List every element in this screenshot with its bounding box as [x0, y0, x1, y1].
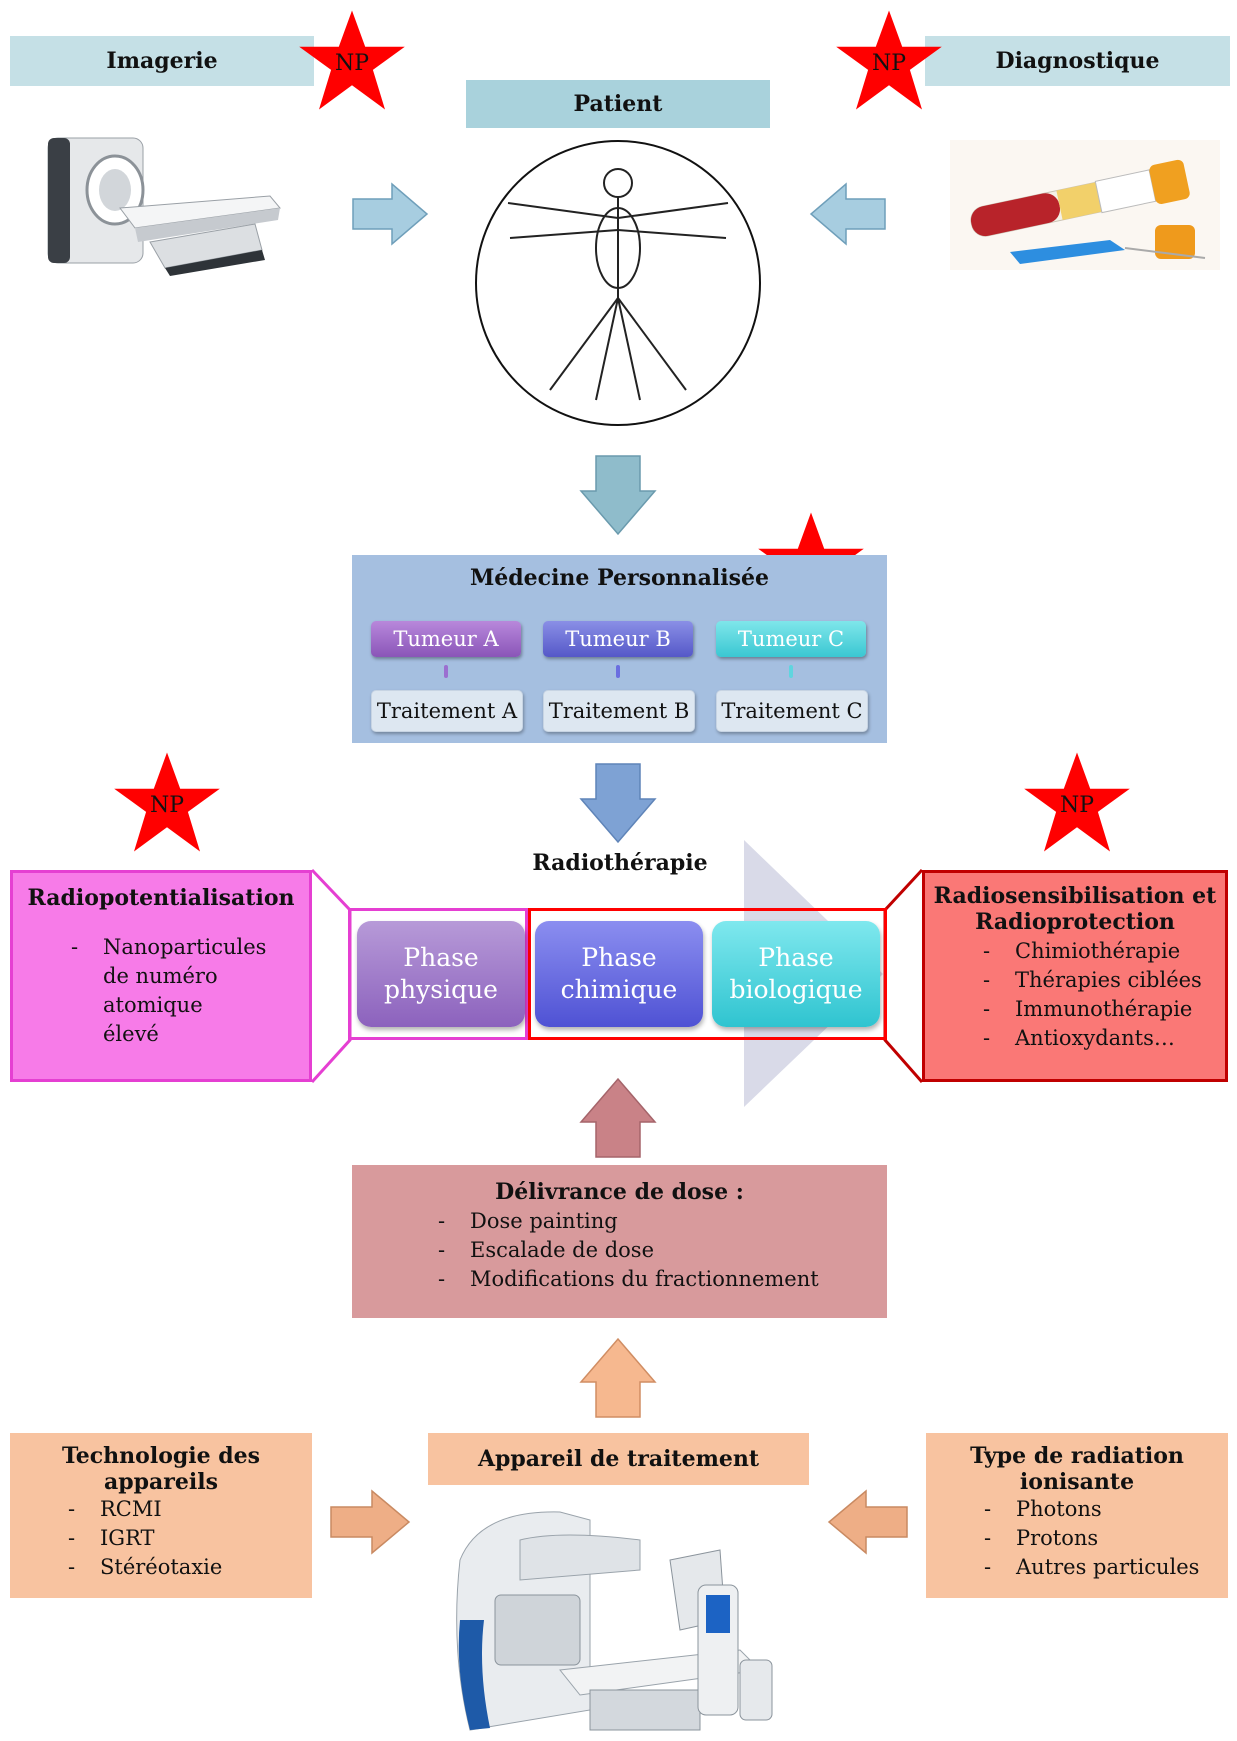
arrow-left-icon	[827, 1489, 908, 1555]
pet-ct-scanner-image	[40, 108, 290, 278]
treatment-a-box: Traitement A	[371, 690, 523, 732]
patient-header: Patient	[466, 80, 770, 128]
delivrance-panel: Délivrance de dose : Dose painting Escal…	[352, 1165, 887, 1318]
imagerie-header: Imagerie	[10, 36, 314, 86]
treatment-b-label: Traitement B	[548, 699, 690, 723]
tumor-c-box: Tumeur C	[716, 621, 866, 657]
phase-biologique-line1: Phase	[758, 943, 834, 972]
connector-b	[616, 665, 620, 678]
radiation-item: Autres particules	[976, 1553, 1228, 1582]
arrow-down-icon	[579, 763, 657, 844]
appareil-label: Appareil de traitement	[477, 1446, 760, 1472]
phase-physique-line2: physique	[384, 975, 498, 1004]
blood-tube-image	[950, 140, 1220, 270]
radiosensibilisation-item: Immunothérapie	[975, 995, 1225, 1024]
phase-chimique: Phase chimique	[535, 921, 703, 1027]
imagerie-label: Imagerie	[106, 48, 218, 74]
phase-physique-line1: Phase	[403, 943, 479, 972]
radiopotentialisation-item: Nanoparticules de numéro atomique élevé	[63, 933, 266, 1049]
diagnostique-label: Diagnostique	[995, 48, 1160, 74]
radiosensibilisation-item: Antioxydants…	[975, 1024, 1225, 1053]
delivrance-title: Délivrance de dose :	[495, 1179, 744, 1205]
radiation-title-2: ionisante	[1019, 1469, 1135, 1495]
medecine-title: Médecine Personnalisée	[469, 565, 770, 591]
arrow-right-icon	[330, 1489, 411, 1555]
vitruvian-man-image	[468, 138, 768, 428]
tumor-a-label: Tumeur A	[393, 627, 499, 651]
radiosensibilisation-title-2: Radioprotection	[975, 909, 1175, 935]
connector-a	[444, 665, 448, 678]
np-star-label: NP	[335, 51, 369, 76]
np-star-label: NP	[150, 793, 184, 818]
np-star-label: NP	[872, 51, 906, 76]
treatment-c-box: Traitement C	[716, 690, 868, 732]
technologie-panel: Technologie des appareils RCMI IGRT Stér…	[10, 1433, 312, 1598]
patient-label: Patient	[573, 91, 663, 117]
np-star-icon: NP	[1022, 750, 1132, 855]
technologie-title-1: Technologie des	[61, 1443, 261, 1469]
radiopotentialisation-panel: Radiopotentialisation Nanoparticules de …	[10, 870, 312, 1082]
np-star-icon: NP	[297, 8, 407, 113]
radiotherapie-title: Radiothérapie	[532, 850, 708, 876]
tumor-c-label: Tumeur C	[737, 627, 845, 651]
np-star-label: NP	[1060, 793, 1094, 818]
np-star-icon: NP	[112, 750, 222, 855]
phase-biologique-line2: biologique	[729, 975, 863, 1004]
arrow-right-icon	[352, 182, 429, 246]
delivrance-item: Escalade de dose	[430, 1236, 887, 1265]
arrow-left-icon	[809, 182, 886, 246]
diagnostique-header: Diagnostique	[925, 36, 1230, 86]
radiation-panel: Type de radiation ionisante Photons Prot…	[926, 1433, 1228, 1598]
radiosensibilisation-list: Chimiothérapie Thérapies ciblées Immunot…	[975, 937, 1225, 1053]
appareil-header: Appareil de traitement	[428, 1433, 809, 1485]
radiopotentialisation-title: Radiopotentialisation	[27, 885, 295, 911]
radiosensibilisation-panel: Radiosensibilisation et Radioprotection …	[922, 870, 1228, 1082]
phase-chimique-line2: chimique	[560, 975, 678, 1004]
phase-biologique: Phase biologique	[712, 921, 880, 1027]
radiation-list: Photons Protons Autres particules	[976, 1495, 1228, 1582]
np-star-icon: NP	[834, 8, 944, 113]
radiation-title-1: Type de radiation	[970, 1443, 1184, 1469]
tumor-b-box: Tumeur B	[543, 621, 693, 657]
technologie-item: RCMI	[60, 1495, 312, 1524]
treatment-c-label: Traitement C	[721, 699, 863, 723]
radiosensibilisation-item: Chimiothérapie	[975, 937, 1225, 966]
tumor-b-label: Tumeur B	[565, 627, 671, 651]
radiation-item: Photons	[976, 1495, 1228, 1524]
phase-physique: Phase physique	[357, 921, 525, 1027]
linear-accelerator-image	[440, 1500, 810, 1737]
delivrance-item: Modifications du fractionnement	[430, 1265, 887, 1294]
delivrance-list: Dose painting Escalade de dose Modificat…	[430, 1207, 887, 1294]
radiosensibilisation-title-1: Radiosensibilisation et	[933, 883, 1217, 909]
delivrance-item: Dose painting	[430, 1207, 887, 1236]
technologie-list: RCMI IGRT Stéréotaxie	[60, 1495, 312, 1582]
chimique-biologique-outline	[528, 908, 887, 1040]
treatment-a-label: Traitement A	[376, 699, 518, 723]
radiation-item: Protons	[976, 1524, 1228, 1553]
arrow-up-icon	[579, 1077, 657, 1158]
treatment-b-box: Traitement B	[543, 690, 695, 732]
physique-outline	[348, 908, 528, 1040]
connector-c	[789, 665, 793, 678]
tumor-a-box: Tumeur A	[371, 621, 521, 657]
technologie-item: IGRT	[60, 1524, 312, 1553]
technologie-title-2: appareils	[104, 1469, 218, 1495]
technologie-item: Stéréotaxie	[60, 1553, 312, 1582]
radiopotentialisation-list: Nanoparticules de numéro atomique élevé	[63, 933, 266, 1049]
arrow-down-icon	[579, 455, 657, 536]
arrow-up-icon	[579, 1337, 657, 1418]
phase-chimique-line1: Phase	[581, 943, 657, 972]
radiosensibilisation-item: Thérapies ciblées	[975, 966, 1225, 995]
